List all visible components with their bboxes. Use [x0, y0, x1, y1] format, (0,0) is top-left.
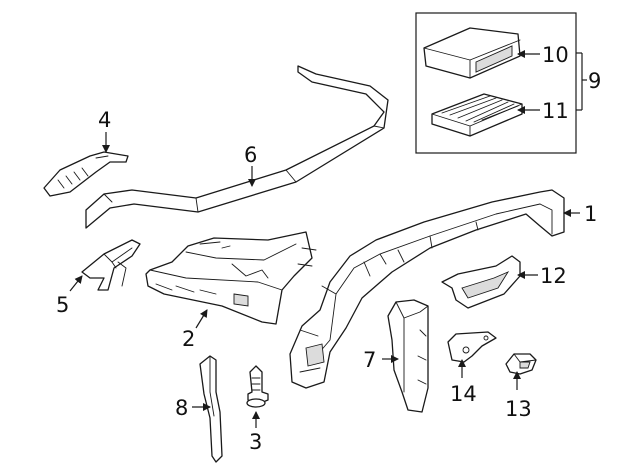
part-4-bracket[interactable] — [43, 151, 129, 197]
callout-2: 2 — [182, 327, 195, 351]
leader-5 — [69, 275, 83, 292]
callout-5: 5 — [56, 293, 69, 317]
leader-2 — [195, 309, 208, 329]
callout-3: 3 — [249, 430, 262, 454]
inset-box — [415, 12, 577, 154]
part-6-strap[interactable] — [85, 65, 389, 229]
callout-6: 6 — [244, 143, 257, 167]
inset-group-9 — [415, 12, 587, 154]
callout-1: 1 — [584, 202, 597, 226]
part-5-bracket[interactable] — [81, 239, 141, 291]
callout-14: 14 — [450, 382, 477, 406]
part-2-wheelhouse-panel[interactable] — [145, 231, 317, 325]
part-11-filter-element[interactable] — [431, 93, 523, 137]
part-13-clip[interactable] — [505, 353, 537, 375]
callout-11: 11 — [542, 99, 569, 123]
callout-8: 8 — [175, 396, 188, 420]
part-14-clip[interactable] — [447, 331, 497, 363]
leader-lines — [69, 50, 580, 428]
callout-10: 10 — [542, 43, 569, 67]
part-3-fastener[interactable] — [246, 365, 269, 408]
part-8-strip[interactable] — [199, 355, 223, 463]
callout-12: 12 — [540, 264, 567, 288]
part-1-rail[interactable] — [289, 189, 565, 389]
callout-7: 7 — [363, 348, 376, 372]
part-7-bracket[interactable] — [387, 299, 429, 413]
part-10-filter-housing[interactable] — [423, 27, 521, 79]
callout-13: 13 — [505, 397, 532, 421]
part-12-bracket[interactable] — [441, 255, 521, 309]
callout-4: 4 — [98, 108, 111, 132]
callout-9: 9 — [588, 69, 601, 93]
callout-labels: 1 2 3 4 5 6 7 8 9 10 11 12 13 14 — [56, 43, 601, 454]
